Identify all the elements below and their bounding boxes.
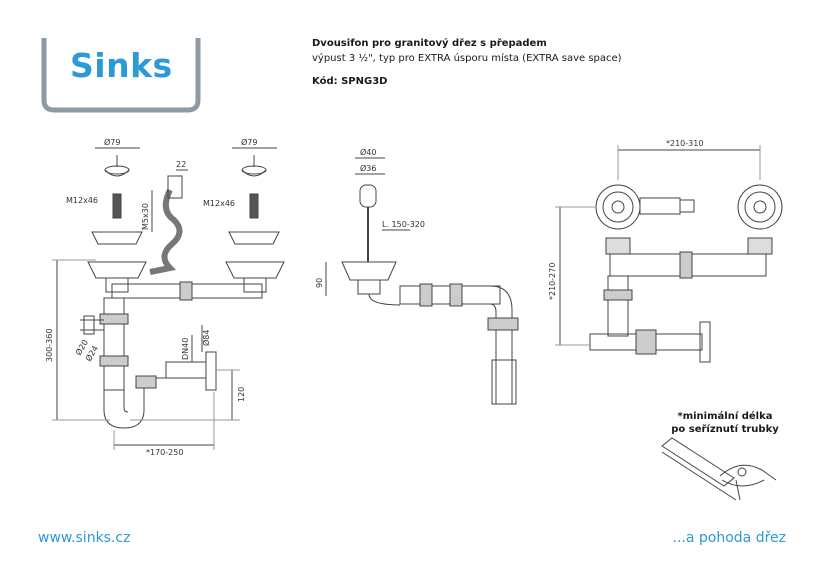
dim-l150-320: L. 150-320: [382, 220, 425, 229]
dim-d84: Ø84: [201, 330, 211, 346]
note-line-1: *minimální délka: [677, 411, 773, 422]
strainer-basket-left: [91, 231, 143, 245]
dim-m12-right: M12x46: [203, 199, 235, 208]
dim-d79-left: Ø79: [104, 137, 120, 147]
dim-h90: 90: [315, 278, 324, 288]
dim-h210-270: *210-270: [548, 263, 557, 300]
dim-w170-250: *170-250: [146, 448, 183, 457]
hacksaw-icon: [661, 437, 777, 501]
overflow-head: [167, 175, 183, 199]
vertical-pipe: [103, 297, 125, 391]
middle-nut: [487, 317, 519, 331]
product-code: Kód: SPNG3D: [312, 76, 388, 87]
wall-outlet-pipe: [165, 361, 207, 379]
product-header: Dvousifon pro granitový dřez s přepadem …: [312, 36, 622, 89]
outlet-body-right: [225, 261, 285, 293]
outlet-top-right: [737, 184, 783, 230]
dim-w22: 22: [176, 160, 186, 169]
overflow-top: [639, 197, 681, 215]
screw-right: [249, 193, 259, 219]
plug-middle: [359, 184, 377, 208]
dim-d40: Ø40: [360, 147, 376, 157]
cut-length-note: *minimální délka po seříznutí trubky: [660, 410, 790, 436]
screw-left: [112, 193, 122, 219]
strainer-plug-right: [241, 155, 267, 177]
top-rosette: [699, 321, 711, 363]
dim-d79-right: Ø79: [241, 137, 257, 147]
dim-dn40: DN40: [181, 338, 190, 360]
wall-rosette: [205, 351, 217, 391]
dim-h120: 120: [237, 387, 246, 402]
logo-text: Sinks: [70, 46, 173, 85]
dim-m12-left: M12x46: [66, 196, 98, 205]
strainer-basket-right: [228, 231, 280, 245]
dim-h300-360: 300-360: [45, 329, 54, 362]
dim-m5: M5x30: [141, 203, 150, 230]
website-link[interactable]: www.sinks.cz: [38, 530, 131, 546]
dim-d36: Ø36: [360, 163, 376, 173]
strainer-plug-left: [104, 155, 130, 177]
overflow-hose: [149, 188, 183, 275]
product-title: Dvousifon pro granitový dřez s přepadem: [312, 38, 547, 49]
u-trap: [103, 377, 166, 429]
outlet-body-middle: [341, 261, 397, 281]
slogan: ...a pohoda dřez: [672, 530, 786, 546]
top-vertical-pipe: [607, 275, 629, 337]
logo-frame: [41, 38, 201, 113]
product-subtitle: výpust 3 ½", typ pro EXTRA úsporu místa …: [312, 53, 622, 64]
middle-trap: [491, 359, 517, 405]
outlet-body-left: [87, 261, 147, 293]
note-line-2: po seříznutí trubky: [671, 424, 779, 435]
dim-w210-310: *210-310: [666, 139, 703, 148]
